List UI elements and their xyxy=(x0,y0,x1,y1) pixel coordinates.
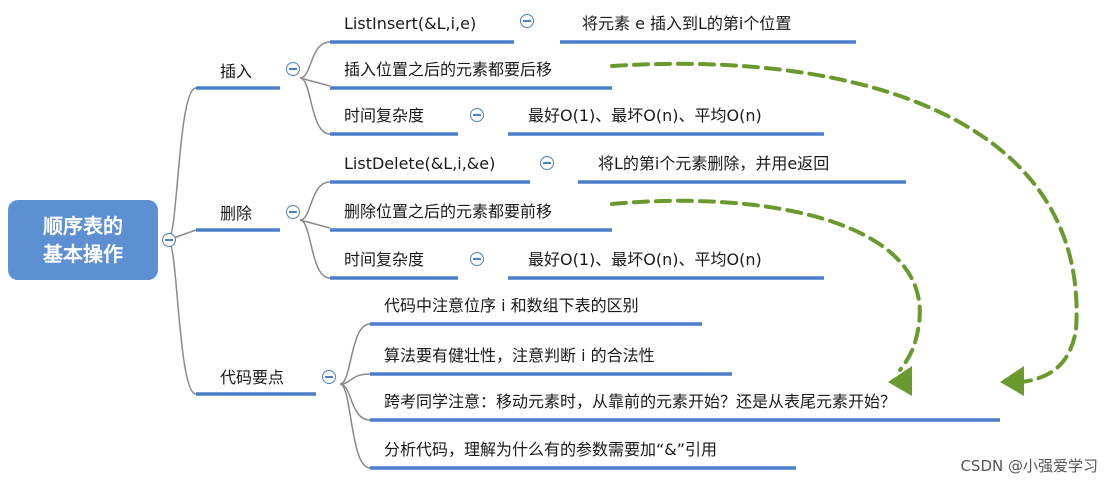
collapse-minus-icon[interactable] xyxy=(470,108,484,122)
root-node[interactable]: 顺序表的 基本操作 xyxy=(8,200,158,280)
code-item-4[interactable]: 分析代码，理解为什么有的参数需要加“&”引用 xyxy=(384,440,718,459)
branch-delete[interactable]: 删除 xyxy=(220,204,253,223)
collapse-minus-icon[interactable] xyxy=(286,62,300,76)
connector-delete-op xyxy=(299,181,331,221)
connector-code-1 xyxy=(339,323,371,385)
insert-op-desc[interactable]: 将元素 e 插入到L的第i个位置 xyxy=(582,14,792,33)
connector-insert-op xyxy=(299,41,331,79)
connector-insert-shift xyxy=(299,77,331,87)
collapse-minus-icon[interactable] xyxy=(470,252,484,266)
collapse-minus-icon[interactable] xyxy=(540,156,554,170)
collapse-minus-icon[interactable] xyxy=(322,370,336,384)
connector-root-code xyxy=(167,239,197,395)
arrow-insert-to-tip-dash xyxy=(610,61,1079,384)
arrow-insert-head-icon xyxy=(1000,366,1024,396)
insert-op[interactable]: ListInsert(&L,i,e) xyxy=(344,14,477,33)
connector-delete-shift xyxy=(299,219,331,229)
connector-delete-complexity xyxy=(299,219,331,279)
collapse-minus-icon[interactable] xyxy=(162,233,176,247)
insert-complexity[interactable]: 时间复杂度 xyxy=(344,106,425,125)
collapse-minus-icon[interactable] xyxy=(286,205,300,219)
collapse-minus-icon[interactable] xyxy=(520,14,534,28)
delete-complexity[interactable]: 时间复杂度 xyxy=(344,250,425,269)
delete-op-desc[interactable]: 将L的第i个元素删除，并用e返回 xyxy=(598,154,830,173)
code-item-2[interactable]: 算法要有健壮性，注意判断 i 的合法性 xyxy=(384,346,655,365)
code-item-3[interactable]: 跨考同学注意：移动元素时，从靠前的元素开始？还是从表尾元素开始？ xyxy=(384,392,897,411)
delete-complexity-value[interactable]: 最好O(1)、最坏O(n)、平均O(n) xyxy=(528,250,762,269)
insert-shift[interactable]: 插入位置之后的元素都要后移 xyxy=(344,60,553,79)
root-line-1: 顺序表的 xyxy=(43,214,123,238)
connector-root-insert xyxy=(167,87,197,241)
connector-code-2 xyxy=(339,373,371,385)
arrow-delete-head-icon xyxy=(888,366,912,396)
code-item-1[interactable]: 代码中注意位序 i 和数组下表的区别 xyxy=(384,296,639,315)
branch-code[interactable]: 代码要点 xyxy=(220,368,285,387)
delete-shift[interactable]: 删除位置之后的元素都要前移 xyxy=(344,202,553,221)
insert-complexity-value[interactable]: 最好O(1)、最坏O(n)、平均O(n) xyxy=(528,106,762,125)
delete-op[interactable]: ListDelete(&L,i,&e) xyxy=(344,154,496,173)
arrow-delete-to-tip-dash xyxy=(610,198,922,372)
connector-insert-complexity xyxy=(299,77,331,135)
connector-code-4 xyxy=(339,383,371,469)
root-line-2: 基本操作 xyxy=(43,242,123,266)
branch-insert[interactable]: 插入 xyxy=(220,62,253,81)
watermark: CSDN @小强爱学习 xyxy=(960,457,1098,475)
